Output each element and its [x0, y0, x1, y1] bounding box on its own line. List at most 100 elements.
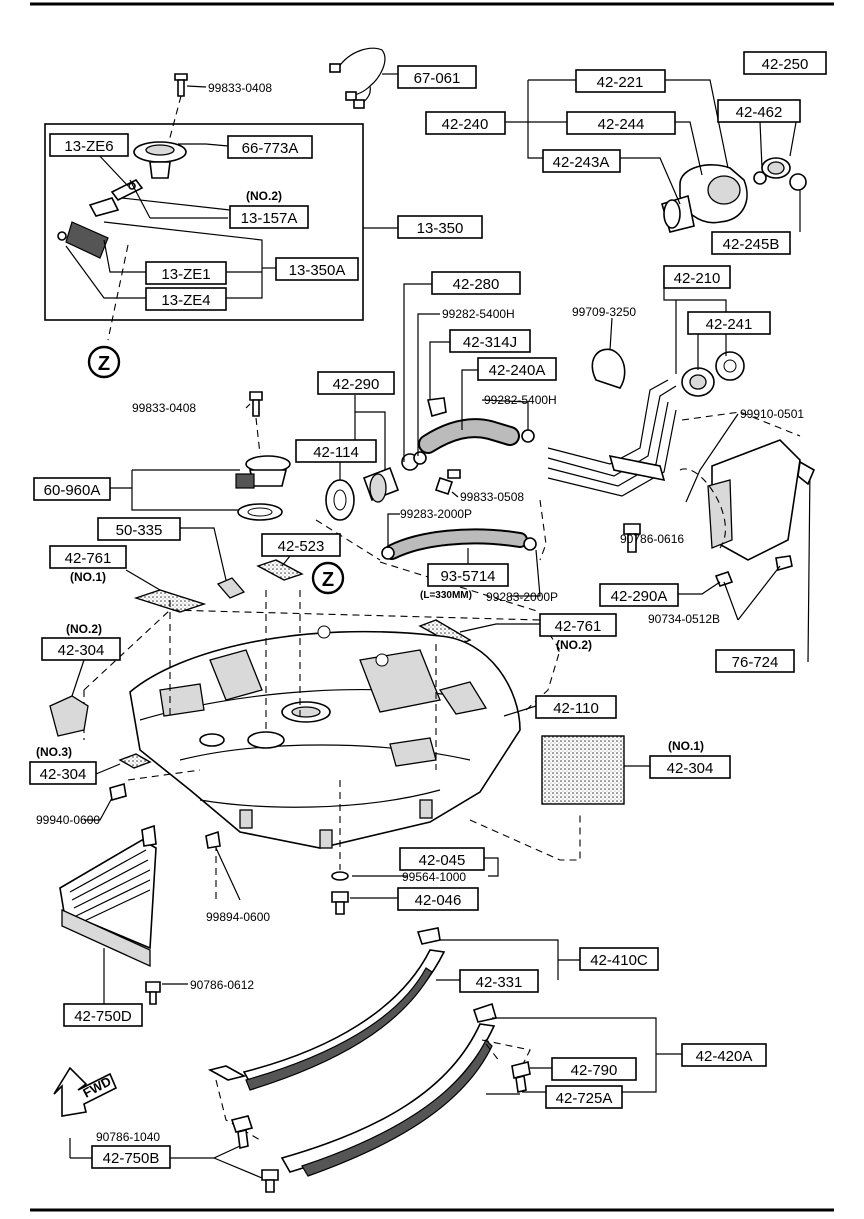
label-13-ZE6: 13-ZE6 [49, 133, 129, 157]
svg-text:66-773A: 66-773A [242, 140, 299, 157]
code-99940-0600: 99940-0600 [36, 813, 100, 827]
svg-text:42-462: 42-462 [736, 104, 783, 121]
label-42-221: 42-221 [575, 69, 666, 93]
label-42-243A: 42-243A [542, 149, 621, 173]
note-no2-304: (NO.2) [66, 622, 102, 636]
fuel-pump-group-frame [44, 123, 364, 321]
label-42-761-no1: 42-761 [49, 545, 127, 569]
code-99910-0501: 99910-0501 [740, 407, 804, 421]
svg-text:42-240A: 42-240A [489, 362, 546, 379]
code-90786-0616: 90786-0616 [620, 532, 684, 546]
code-99564-1000: 99564-1000 [402, 870, 466, 884]
clip-99940 [109, 782, 127, 802]
label-50-335: 50-335 [97, 517, 181, 541]
code-99282-5400H-upper: 99282-5400H [442, 307, 515, 321]
svg-text:13-ZE6: 13-ZE6 [64, 138, 113, 155]
note-no2-pump: (NO.2) [246, 189, 282, 203]
svg-text:42-761: 42-761 [65, 550, 112, 567]
svg-text:42-304: 42-304 [667, 760, 714, 777]
z-marker-mid [311, 561, 345, 595]
svg-text:42-750B: 42-750B [103, 1150, 160, 1167]
svg-text:42-725A: 42-725A [556, 1090, 613, 1107]
code-99833-0408-mid: 99833-0408 [132, 401, 196, 415]
bolt-750B-b [261, 1169, 279, 1193]
label-42-304-no1: 42-304 [649, 755, 731, 779]
sender-unit [235, 455, 291, 521]
svg-text:42-244: 42-244 [598, 116, 645, 133]
svg-text:42-750D: 42-750D [74, 1008, 132, 1025]
code-99283-2000P-right: 99283-2000P [486, 590, 558, 604]
svg-text:13-350: 13-350 [417, 220, 464, 237]
svg-text:42-410C: 42-410C [590, 952, 648, 969]
filler-cap-assembly [661, 157, 807, 233]
svg-text:93-5714: 93-5714 [440, 568, 495, 585]
z-marker-mid-letter: Z [322, 569, 334, 591]
under-cover [59, 824, 157, 968]
label-13-157A: 13-157A [229, 205, 309, 229]
note-no1-304: (NO.1) [668, 739, 704, 753]
label-42-331: 42-331 [459, 969, 539, 993]
svg-text:42-241: 42-241 [706, 316, 753, 333]
label-67-061: 67-061 [397, 65, 477, 89]
bolts-0512B [714, 555, 793, 587]
code-99833-0508: 99833-0508 [460, 490, 524, 504]
svg-text:42-331: 42-331 [476, 974, 523, 991]
heat-insulator-no1 [541, 735, 625, 805]
svg-text:42-420A: 42-420A [696, 1048, 753, 1065]
label-42-110: 42-110 [535, 695, 617, 719]
svg-text:42-045: 42-045 [419, 852, 466, 869]
label-60-960A: 60-960A [33, 477, 111, 501]
fuel-pump-unit [57, 141, 187, 259]
strap-clamp [591, 348, 626, 389]
screw-part [174, 73, 188, 97]
svg-text:42-304: 42-304 [40, 766, 87, 783]
label-42-761-no2: 42-761 [539, 613, 617, 637]
svg-text:42-761: 42-761 [555, 618, 602, 635]
bolt-0508 [434, 469, 461, 496]
code-90786-0612: 90786-0612 [190, 978, 254, 992]
label-42-410C: 42-410C [579, 947, 659, 971]
drain-plug [331, 871, 349, 915]
label-42-462: 42-462 [717, 99, 801, 123]
note-no1-761: (NO.1) [70, 570, 106, 584]
label-76-724: 76-724 [715, 649, 795, 673]
svg-text:13-157A: 13-157A [241, 210, 298, 227]
svg-text:13-ZE4: 13-ZE4 [161, 292, 210, 309]
label-42-046: 42-046 [397, 887, 479, 911]
label-42-250: 42-250 [743, 51, 827, 75]
label-42-241: 42-241 [687, 311, 771, 335]
code-99833-0408-top: 99833-0408 [208, 81, 272, 95]
svg-text:50-335: 50-335 [116, 522, 163, 539]
label-42-210: 42-210 [663, 265, 731, 289]
svg-text:42-245B: 42-245B [723, 236, 780, 253]
label-42-244: 42-244 [566, 111, 676, 135]
label-42-280: 42-280 [431, 271, 521, 295]
label-42-290A: 42-290A [599, 583, 679, 607]
svg-text:42-046: 42-046 [415, 892, 462, 909]
evap-canister [707, 439, 801, 561]
label-66-773A: 66-773A [227, 135, 313, 159]
z-marker-top [87, 345, 121, 379]
label-13-350A: 13-350A [275, 257, 359, 281]
note-no2-761: (NO.2) [556, 638, 592, 652]
label-13-ZE1: 13-ZE1 [145, 261, 227, 285]
svg-text:42-314J: 42-314J [463, 334, 517, 351]
grommet-50-335 [216, 577, 246, 599]
svg-text:42-243A: 42-243A [553, 154, 610, 171]
svg-text:13-350A: 13-350A [289, 262, 346, 279]
code-90734-0512B: 90734-0512B [648, 612, 720, 626]
bolt-0612 [145, 981, 161, 1005]
svg-text:42-290: 42-290 [333, 376, 380, 393]
svg-text:42-221: 42-221 [597, 74, 644, 91]
tank-strap-front [207, 927, 446, 1091]
code-99282-5400H-lower: 99282-5400H [484, 393, 557, 407]
label-42-304-no3: 42-304 [29, 761, 97, 785]
insulator-pad-523 [256, 559, 304, 581]
label-42-240: 42-240 [425, 111, 506, 135]
label-42-420A: 42-420A [681, 1043, 767, 1067]
label-42-750B: 42-750B [91, 1145, 171, 1169]
code-99709-3250: 99709-3250 [572, 305, 636, 319]
forward-arrow: FWD [53, 1066, 118, 1117]
label-42-304-no2: 42-304 [41, 637, 121, 661]
